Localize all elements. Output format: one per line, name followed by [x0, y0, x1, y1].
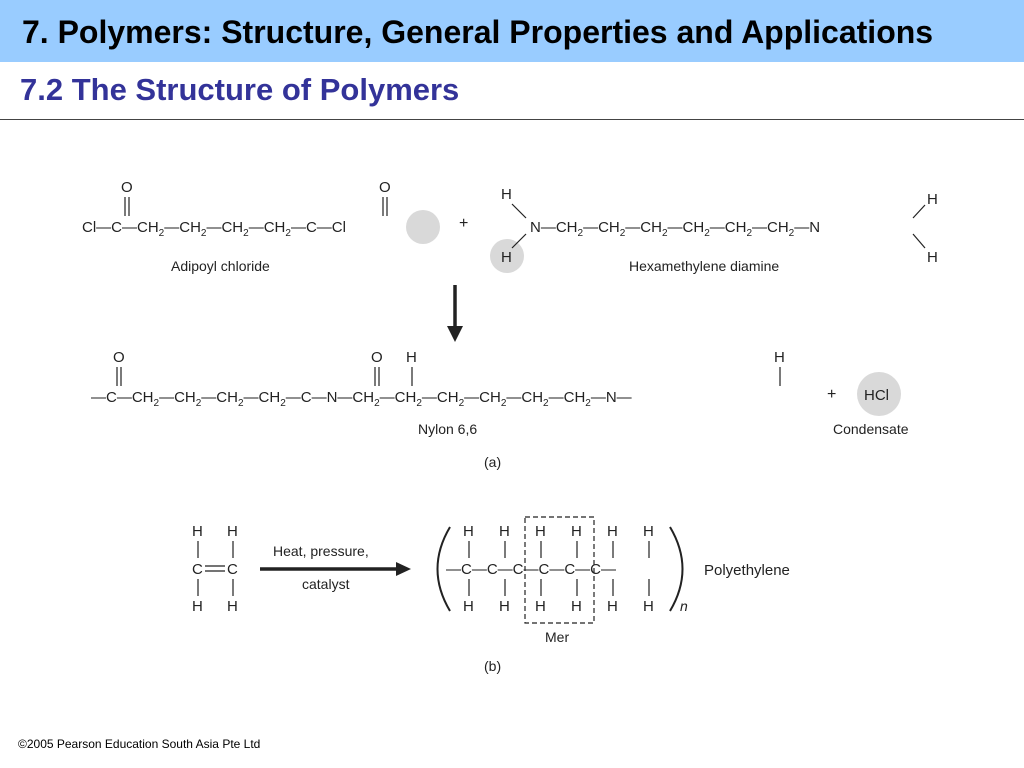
- svg-text:H: H: [501, 186, 512, 203]
- svg-text:H: H: [571, 523, 582, 540]
- svg-text:H: H: [607, 598, 618, 615]
- svg-text:H: H: [643, 523, 654, 540]
- svg-text:H: H: [499, 598, 510, 615]
- condition-line1: Heat, pressure,: [273, 543, 369, 559]
- svg-text:H: H: [463, 598, 474, 615]
- slide-subtitle: 7.2 The Structure of Polymers: [20, 72, 460, 107]
- h-highlight-circle: [490, 239, 524, 273]
- svg-text:H: H: [463, 523, 474, 540]
- hcl-highlight-circle: [857, 372, 901, 416]
- svg-text:H: H: [774, 349, 785, 366]
- svg-text:H: H: [571, 598, 582, 615]
- adipoyl-chloride-structure: Cl—C—CH2—CH2—CH2—CH2—C—Cl O O: [82, 179, 440, 244]
- svg-text:O: O: [371, 349, 383, 366]
- svg-text:H: H: [499, 523, 510, 540]
- polyethylene-name: Polyethylene: [704, 562, 790, 579]
- cl-highlight-circle: [406, 210, 440, 244]
- svg-text:H: H: [643, 598, 654, 615]
- svg-text:—C—C—C—C—C—C—: —C—C—C—C—C—C—: [446, 561, 616, 578]
- svg-text:C: C: [227, 561, 238, 578]
- header-divider: [0, 119, 1024, 120]
- svg-text:H: H: [927, 249, 938, 266]
- hexamethylene-diamine-structure: H N—CH2—CH2—CH2—CH2—CH2—CH2—N H H H: [490, 186, 938, 273]
- slide-title: 7. Polymers: Structure, General Properti…: [22, 14, 934, 50]
- svg-text:H: H: [501, 249, 512, 266]
- polyethylene-structure: H H H H H H —C—C—C—C—C—C— H H H H H H: [436, 516, 684, 624]
- ethylene-monomer-structure: H H C C H H: [192, 523, 238, 615]
- svg-text:H: H: [406, 349, 417, 366]
- label-a: (a): [484, 454, 501, 470]
- label-b: (b): [484, 658, 501, 674]
- svg-text:H: H: [192, 523, 203, 540]
- svg-text:—C—CH2—CH2—CH2—CH2—C—N—CH2—CH2: —C—CH2—CH2—CH2—CH2—C—N—CH2—CH2—CH2—CH2—C…: [91, 389, 632, 409]
- svg-text:H: H: [927, 191, 938, 208]
- svg-text:C: C: [192, 561, 203, 578]
- reactant1-name: Adipoyl chloride: [171, 258, 270, 274]
- product-name: Nylon 6,6: [418, 421, 477, 437]
- svg-text:O: O: [121, 179, 133, 196]
- svg-text:H: H: [192, 598, 203, 615]
- svg-text:H: H: [607, 523, 618, 540]
- mer-label: Mer: [545, 629, 569, 645]
- title-bar: [0, 0, 1024, 62]
- byproduct-formula: HCl: [864, 387, 889, 404]
- svg-text:O: O: [113, 349, 125, 366]
- svg-text:H: H: [535, 523, 546, 540]
- copyright-footer: ©2005 Pearson Education South Asia Pte L…: [18, 737, 261, 751]
- repeat-subscript: n: [680, 598, 688, 614]
- svg-text:Cl—C—CH2—CH2—CH2—CH2—C—Cl: Cl—C—CH2—CH2—CH2—CH2—C—Cl: [82, 219, 346, 239]
- plus-sign: +: [459, 215, 468, 232]
- nylon-66-structure: O —C—CH2—CH2—CH2—CH2—C—N—CH2—CH2—CH2—CH2…: [91, 349, 785, 409]
- reactant2-name: Hexamethylene diamine: [629, 258, 779, 274]
- svg-text:H: H: [535, 598, 546, 615]
- plus-sign-2: +: [827, 386, 836, 403]
- mer-box: [524, 516, 595, 624]
- svg-text:H: H: [227, 598, 238, 615]
- svg-text:N—CH2—CH2—CH2—CH2—CH2—CH2—N: N—CH2—CH2—CH2—CH2—CH2—CH2—N: [530, 219, 820, 239]
- condition-line2: catalyst: [302, 576, 350, 592]
- svg-text:H: H: [227, 523, 238, 540]
- svg-text:O: O: [379, 179, 391, 196]
- byproduct-name: Condensate: [833, 421, 909, 437]
